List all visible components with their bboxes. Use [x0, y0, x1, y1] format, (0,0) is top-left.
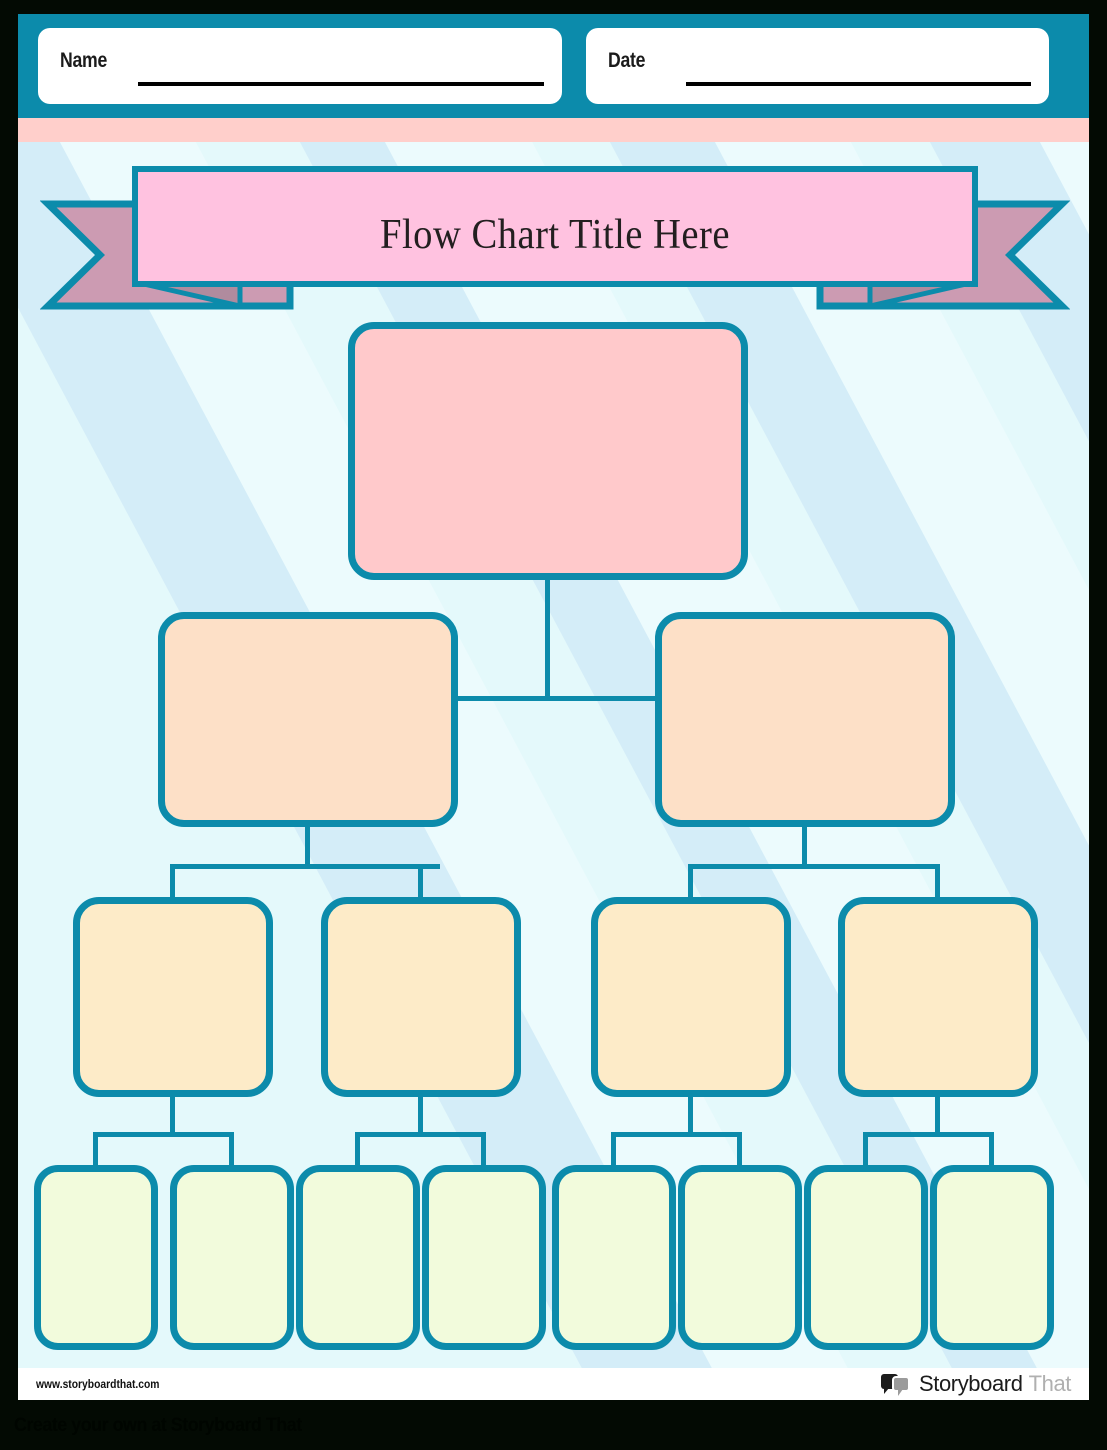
connector-stem: [170, 1097, 175, 1135]
connector-bar: [355, 1132, 485, 1137]
connector-bar: [93, 1132, 233, 1137]
connector-drop: [170, 864, 175, 900]
connector-drop: [481, 1132, 486, 1166]
connector-drop: [355, 1132, 360, 1166]
brand-word-storyboard: Storyboard: [918, 1371, 1023, 1396]
connector-bar: [688, 864, 936, 869]
flow-node-level3[interactable]: [422, 1165, 546, 1350]
site-url-text: www.storyboardthat.com: [36, 1377, 160, 1391]
storyboardthat-logo: Storyboard That: [880, 1371, 1072, 1397]
flow-node-root[interactable]: [348, 322, 748, 580]
flow-node-level2[interactable]: [838, 897, 1038, 1097]
worksheet-sheet: Name Date: [18, 14, 1089, 1400]
flow-node-level3[interactable]: [930, 1165, 1054, 1350]
flow-node-level3[interactable]: [296, 1165, 420, 1350]
brand-word-that: That: [1028, 1371, 1072, 1396]
header-band: Name Date: [18, 14, 1089, 118]
connector-drop: [935, 864, 940, 900]
worksheet-footer: www.storyboardthat.com Storyboard That: [18, 1368, 1089, 1400]
ribbon-center-panel: [132, 166, 978, 287]
connector-drop: [989, 1132, 994, 1166]
flow-node-level3[interactable]: [170, 1165, 294, 1350]
connector-bar: [611, 1132, 741, 1137]
connector-stem: [418, 1097, 423, 1135]
connector-bar: [863, 1132, 993, 1137]
flow-node-level3[interactable]: [34, 1165, 158, 1350]
name-label: Name: [60, 49, 108, 72]
connector-drop: [93, 1132, 98, 1166]
connector-stem: [935, 1097, 940, 1135]
connector-drop: [863, 1132, 868, 1166]
connector-bar: [170, 864, 440, 869]
connector-stem: [802, 827, 807, 867]
flow-node-level2[interactable]: [73, 897, 273, 1097]
connector-drop: [611, 1132, 616, 1166]
name-write-line[interactable]: [138, 82, 544, 86]
worksheet-canvas: Flow Chart Title Here: [18, 142, 1089, 1382]
flow-chart: [18, 142, 1089, 1382]
title-ribbon-banner: Flow Chart Title Here: [40, 164, 1070, 319]
flow-node-level2[interactable]: [321, 897, 521, 1097]
connector-drop: [688, 864, 693, 900]
date-label: Date: [608, 49, 646, 72]
connector-root-bar: [455, 696, 658, 701]
connector-stem: [688, 1097, 693, 1135]
flow-node-level3[interactable]: [678, 1165, 802, 1350]
flow-node-level2[interactable]: [591, 897, 791, 1097]
connector-drop: [418, 864, 423, 900]
flow-node-level1[interactable]: [655, 612, 955, 827]
date-write-line[interactable]: [686, 82, 1031, 86]
pink-divider-strip: [18, 118, 1089, 142]
connector-drop: [737, 1132, 742, 1166]
flow-node-level1[interactable]: [158, 612, 458, 827]
speech-bubble-gray-icon: [891, 1376, 910, 1396]
name-field-card[interactable]: Name: [38, 28, 562, 104]
date-field-card[interactable]: Date: [586, 28, 1049, 104]
bottom-caption: Create your own at Storyboard That: [14, 1415, 302, 1436]
connector-root-stem: [545, 580, 550, 700]
speech-bubble-icon: [880, 1372, 913, 1396]
flow-node-level3[interactable]: [552, 1165, 676, 1350]
connector-drop: [229, 1132, 234, 1166]
connector-stem: [305, 827, 310, 867]
ribbon-shape: [40, 166, 1070, 310]
flow-node-level3[interactable]: [804, 1165, 928, 1350]
